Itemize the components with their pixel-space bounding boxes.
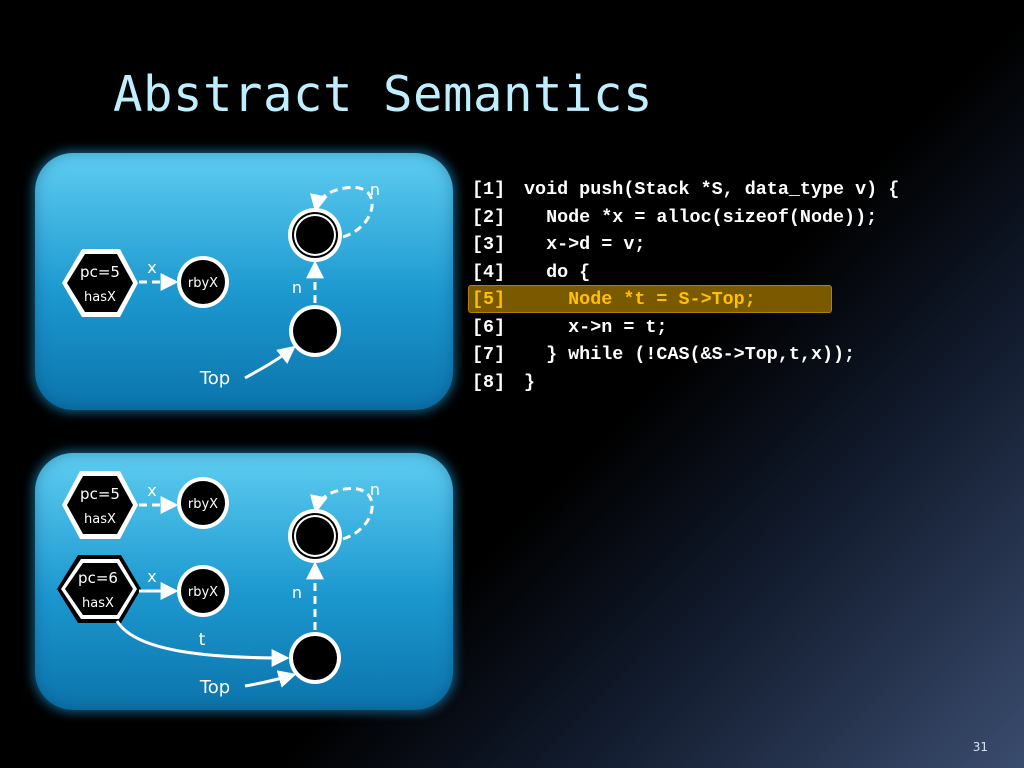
summary-node [288, 509, 342, 563]
thread-node: pc=5 hasX [62, 249, 138, 317]
code-line-text: } while (!CAS(&S->Top,t,x)); [524, 344, 856, 365]
rbyx-node-2: rbyX [177, 565, 229, 617]
code-line: [3] x->d = v; [472, 231, 899, 259]
self-loop-label: n [370, 180, 380, 199]
code-line-number: [3] [472, 234, 506, 255]
code-line: [2] Node *x = alloc(sizeof(Node)); [472, 204, 899, 232]
thread-flag-label: hasX [84, 290, 116, 305]
code-line-number: [2] [472, 206, 506, 228]
t-edge [115, 620, 290, 667]
thread-1-flag-label: hasX [84, 512, 116, 527]
code-line-text: x->d = v; [524, 234, 646, 255]
next-edge-label: n [292, 278, 302, 297]
top-node [289, 632, 341, 684]
code-line: [6] x->n = t; [472, 314, 899, 342]
t-edge-label: t [199, 630, 206, 650]
thread-pc-label: pc=5 [80, 263, 120, 281]
x-edge-1-label: x [147, 481, 156, 500]
thread-2-flag-label: hasX [82, 596, 114, 611]
code-line-text: Node *t = S->Top; [524, 289, 756, 310]
rbyx-node: rbyX [177, 256, 229, 308]
state-diagram-1: pc=5 hasX x rbyX n n [35, 153, 453, 410]
code-line-text: do { [524, 261, 591, 283]
code-line-text: } [524, 371, 536, 393]
code-line: [8]} [472, 369, 899, 397]
code-listing: [1] void push(Stack *S, data_type v) { [2]… [467, 176, 899, 397]
x-edge-2-label: x [147, 567, 156, 586]
thread-1-pc-label: pc=5 [80, 485, 120, 503]
code-line-highlighted: [5] Node *t = S->Top; [467, 285, 899, 314]
rbyx-node-2-label: rbyX [188, 585, 218, 600]
self-loop-edge [310, 185, 374, 239]
self-loop-edge [310, 486, 374, 541]
code-line: [1] void push(Stack *S, data_type v) { [472, 176, 899, 204]
self-loop-label: n [370, 480, 380, 499]
code-line-number: [6] [472, 316, 506, 338]
code-line-number: [8] [472, 371, 506, 393]
state-diagram-2-graph: pc=5 hasX x rbyX pc=6 hasX x rbyX [57, 471, 380, 698]
summary-node [288, 208, 342, 262]
code-line: [4] do { [472, 259, 899, 287]
thread-node-1: pc=5 hasX [62, 471, 138, 539]
thread-node-2: pc=6 hasX [57, 555, 141, 623]
code-line-text: x->n = t; [524, 316, 668, 338]
code-line: [7] } while (!CAS(&S->Top,t,x)); [472, 341, 899, 369]
top-label: Top [199, 677, 230, 698]
rbyx-node-1-label: rbyX [188, 497, 218, 512]
rbyx-node-1: rbyX [177, 477, 229, 529]
state-diagram-1-graph: pc=5 hasX x rbyX n n [62, 180, 380, 389]
top-edge [244, 345, 296, 380]
thread-2-pc-label: pc=6 [78, 569, 118, 587]
code-line-text: Node *x = alloc(sizeof(Node)); [524, 206, 878, 228]
code-line-number: [1] [472, 179, 506, 200]
slide-title: Abstract Semantics [113, 66, 654, 123]
code-line-text: void push(Stack *S, data_type v) { [524, 179, 900, 200]
rbyx-node-label: rbyX [188, 276, 218, 291]
top-label: Top [199, 368, 230, 389]
state-diagram-2: pc=5 hasX x rbyX pc=6 hasX x rbyX [35, 453, 453, 710]
top-node [289, 305, 341, 357]
page-number: 31 [972, 740, 988, 754]
code-line-number: [4] [472, 261, 506, 283]
top-edge [244, 670, 297, 688]
x-edge-label: x [147, 258, 156, 277]
code-line-number: [5] [472, 289, 506, 310]
next-edge-label: n [292, 583, 302, 602]
code-line-number: [7] [472, 344, 506, 365]
